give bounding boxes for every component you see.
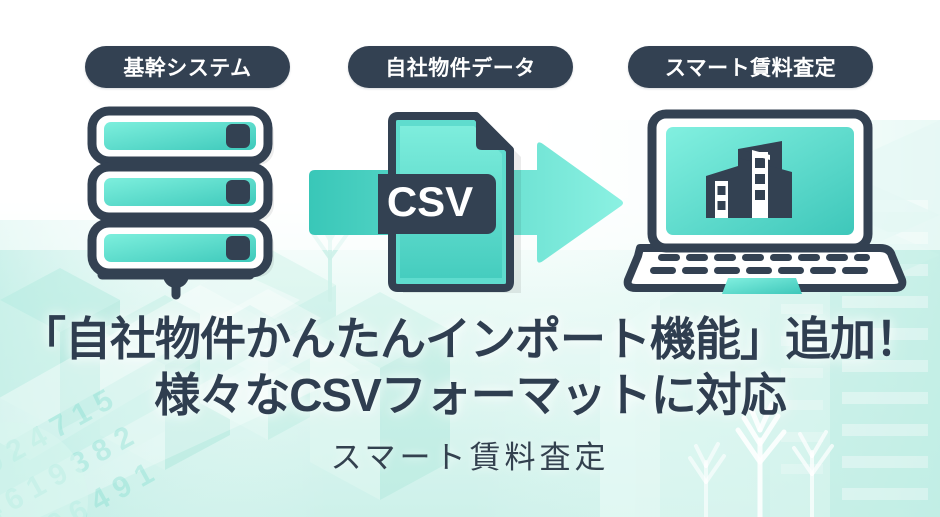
csv-file-icon: CSV: [378, 112, 521, 293]
csv-file-text: CSV: [387, 178, 473, 225]
laptop-building-icon: [623, 109, 907, 294]
label-smart-rent-assessment: スマート賃料査定: [628, 46, 873, 88]
server-rack-icon: [87, 106, 274, 300]
headline-block: 「自社物件かんたんインポート機能」追加！ 様々なCSVフォーマットに対応 スマー…: [0, 313, 940, 477]
headline-line-2: 様々なCSVフォーマットに対応: [154, 368, 787, 421]
trackpad: [722, 278, 802, 294]
headline-line-1: 「自社物件かんたんインポート機能」追加！: [20, 313, 921, 365]
subtitle-text: スマート賃料査定: [330, 440, 610, 476]
label-own-property-data: 自社物件データ: [348, 46, 573, 88]
label-core-system: 基幹システム: [85, 46, 290, 88]
